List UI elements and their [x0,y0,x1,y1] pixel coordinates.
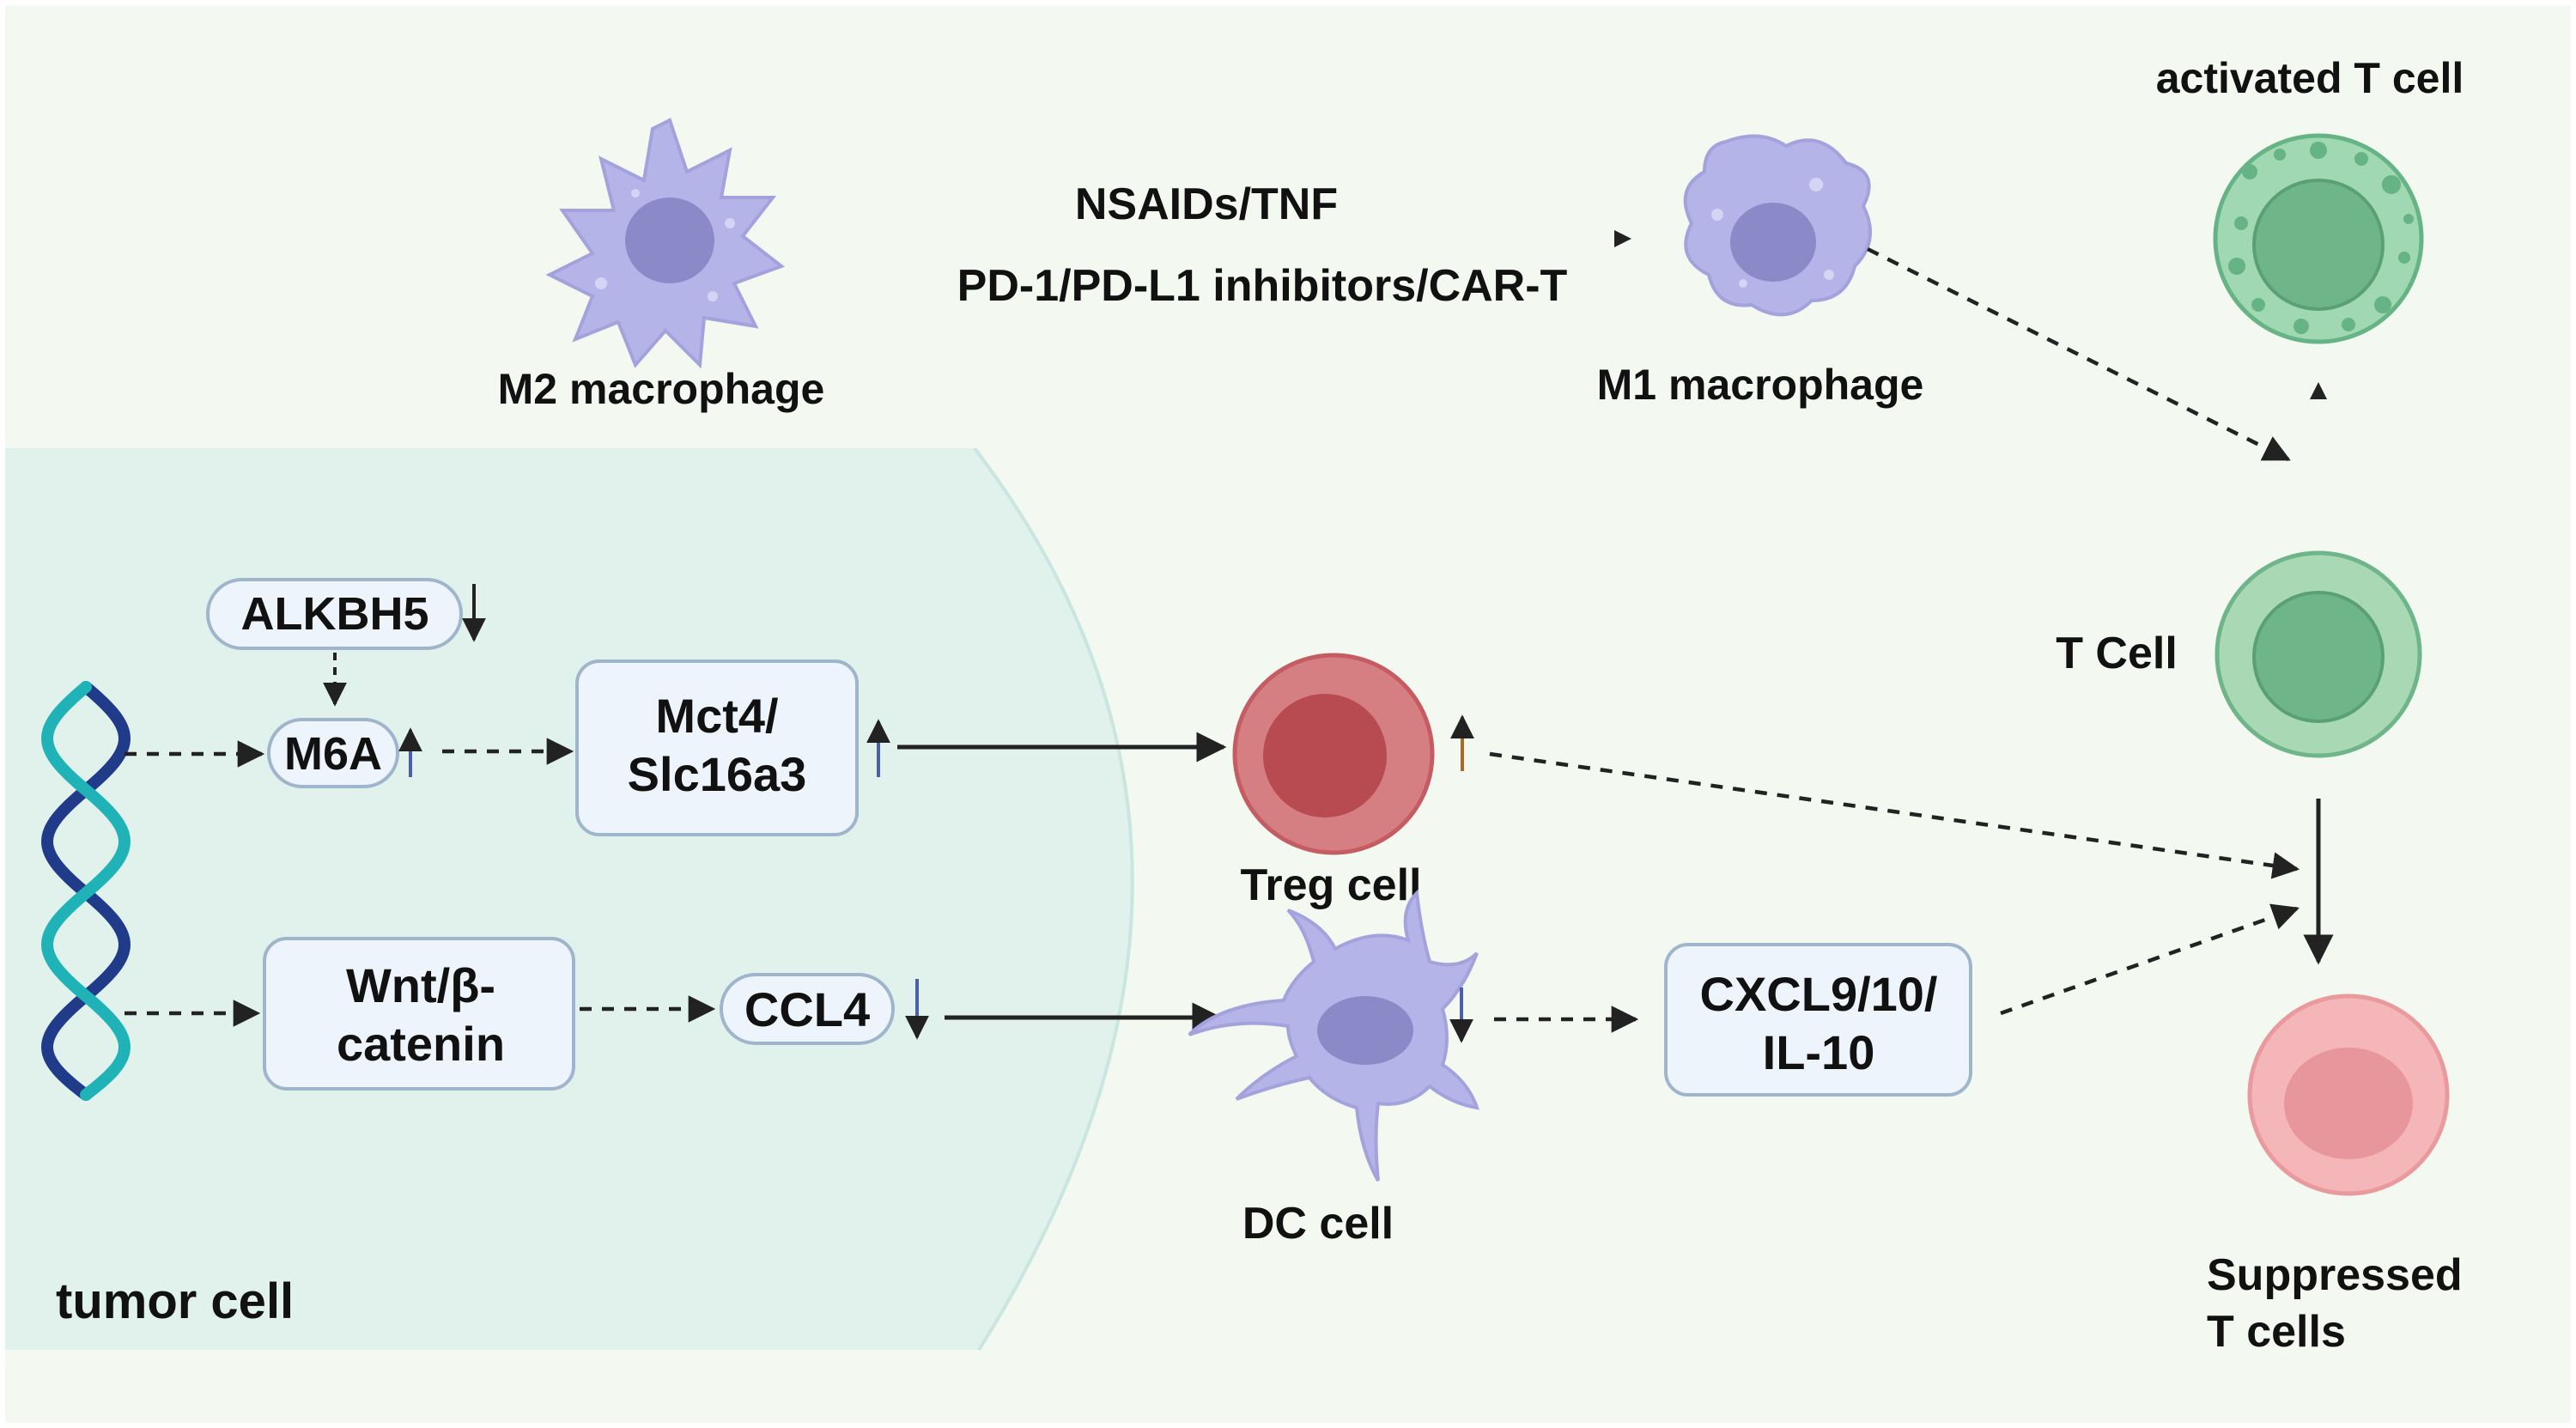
suppressed-tcell-icon [2247,994,2450,1196]
alkbh5-box [206,578,463,650]
cxcl-label-1: CXCL9/10/ [1700,967,1938,1021]
wnt-label-1: Wnt/β- [346,958,495,1012]
cxcl-label-2: IL-10 [1763,1025,1875,1079]
tumor-region [5,448,1133,1350]
m1-macrophage-label: M1 macrophage [1597,361,1924,409]
wnt-box [263,937,575,1091]
cxcl-to-suppressed-arrow [2000,903,2300,1016]
treg-cell-label: Treg cell [1241,860,1422,910]
dc-cell-icon [1188,889,1479,1182]
tcell-label: T Cell [2056,629,2178,678]
m1-macrophage-icon [1683,134,1872,317]
m1-to-tcell-arrow [1866,246,2291,462]
top-arrow-head [1614,230,1631,247]
ccl4-box [720,973,895,1045]
wnt-label-2: catenin [337,1017,505,1071]
suppressed-label-1: Suppressed [2207,1250,2463,1300]
m2-macrophage-icon [545,118,786,369]
tumor-cell-label: tumor cell [56,1273,294,1329]
m2-macrophage-label: M2 macrophage [498,365,825,413]
suppressed-label-2: T cells [2207,1307,2346,1357]
tcell-to-activated-arrowhead [2310,382,2327,399]
mct4-label-1: Mct4/ [655,689,779,743]
mct4-label-2: Slc16a3 [628,747,807,801]
dna-icon [41,681,131,1101]
m6a-label: M6A [284,728,382,780]
alkbh5-label: ALKBH5 [240,588,428,640]
activated-tcell-icon [2213,133,2424,344]
m6a-box [267,718,399,788]
tcell-icon [2215,550,2422,758]
cxcl-box [1664,943,1972,1097]
ccl4-label: CCL4 [744,982,870,1036]
top-arrow-label-2: PD-1/PD-L1 inhibitors/CAR-T [957,261,1568,311]
treg-cell-icon [1232,653,1435,855]
activated-tcell-label: activated T cell [2156,54,2464,102]
treg-to-suppressed-arrow [1489,751,2300,879]
tumor-membrane [973,447,1134,1352]
dc-cell-label: DC cell [1242,1199,1394,1249]
top-arrow-label-1: NSAIDs/TNF [1075,179,1338,229]
mct4-box [575,659,859,836]
